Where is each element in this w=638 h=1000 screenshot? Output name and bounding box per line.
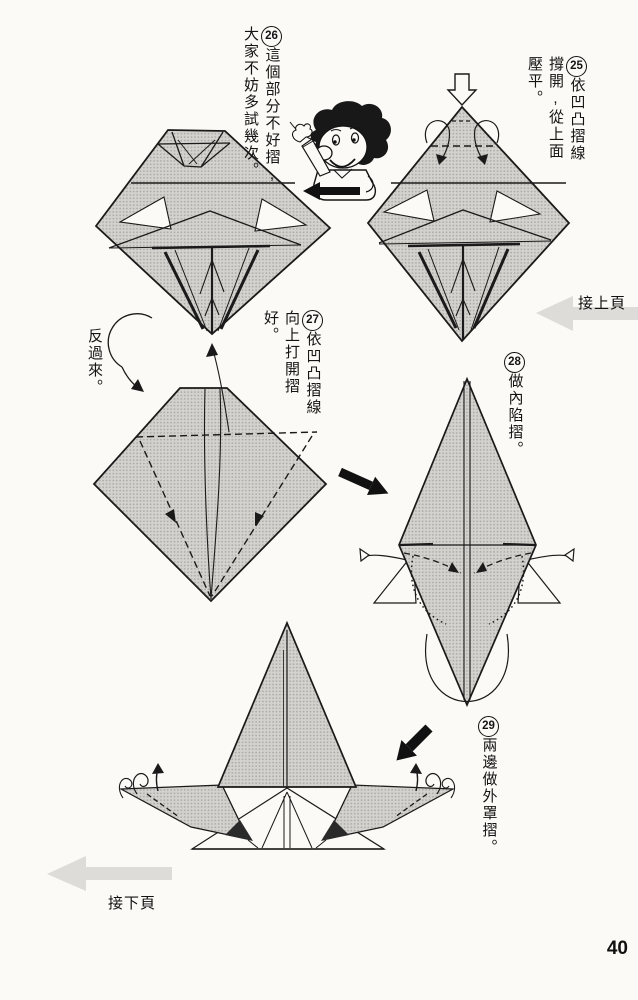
origami-diagram-step29 xyxy=(118,620,456,850)
step-26-instruction: 26這個部分不好摺, 大家不妨多試幾次。 xyxy=(242,26,282,185)
left-arrow-icon xyxy=(303,182,360,200)
flip-arrow-icon xyxy=(107,313,153,392)
step-number-badge: 29 xyxy=(478,716,499,737)
prev-page-label: 接上頁 xyxy=(578,295,627,312)
step-number-badge: 25 xyxy=(566,56,587,77)
step-number-badge: 27 xyxy=(302,310,323,331)
flip-over-label: 反過來。 xyxy=(86,328,103,396)
step-number-badge: 26 xyxy=(261,26,282,47)
step-28-instruction: 28做內陷摺。 xyxy=(504,352,526,487)
fold-direction-arrow-icon xyxy=(396,724,433,761)
transition-arrow-icon xyxy=(338,467,389,495)
step-25-instruction: 25依凹凸摺線 撐開,從上面 壓平。 xyxy=(526,56,587,162)
step-29-instruction: 29兩邊做外罩摺。 xyxy=(478,716,500,866)
curl-arrow-icons xyxy=(118,763,456,799)
origami-diagram-step25 xyxy=(366,105,571,343)
rotate-arrow-arc xyxy=(425,633,509,703)
mascot-character xyxy=(289,101,391,201)
step-27-instruction: 27依凹凸摺線 向上打開摺 好。 xyxy=(262,310,323,416)
next-page-label: 接下頁 xyxy=(108,895,157,912)
origami-diagram-step28 xyxy=(359,376,575,708)
origami-diagram-step26 xyxy=(94,129,332,336)
next-page-arrow-icon xyxy=(47,856,172,891)
push-down-arrow-icon xyxy=(446,73,478,107)
prev-page-arrow-icon xyxy=(536,296,638,331)
origami-diagram-step27 xyxy=(92,387,328,603)
step-number-badge: 28 xyxy=(504,352,525,373)
open-up-arrow-icon xyxy=(206,343,230,433)
page-number: 40 xyxy=(606,938,628,959)
